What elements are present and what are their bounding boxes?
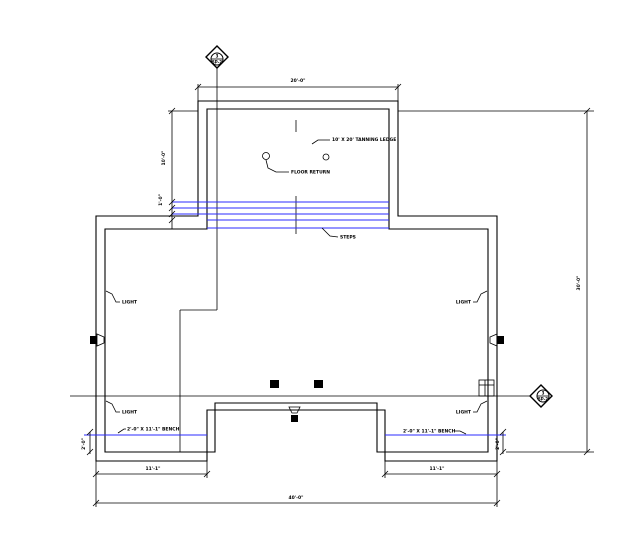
dim-overall-depth: 30'-0": [398, 107, 594, 456]
dim-ledge-depth-text: 10'-0": [161, 151, 167, 166]
light-upper-left: LIGHT: [105, 290, 138, 306]
floor-return: FLOOR RETURN: [262, 152, 330, 176]
dim-ledge-depth: 10'-0" 1'-0": [158, 107, 198, 229]
light-label: LIGHT: [456, 300, 472, 306]
light-fixture-right: [489, 333, 504, 347]
dim-top-width: 20'-0": [194, 78, 402, 101]
steps-label: STEPS: [340, 235, 356, 241]
section-tag-top-number: 3: [216, 54, 219, 59]
light-fixture-bottom: [288, 406, 301, 422]
section-tag-right-number: 3: [542, 391, 545, 396]
reference-lines: [70, 66, 532, 452]
dim-overall-width: 40'-0": [92, 478, 501, 507]
dim-bench-length-right-text: 11'-1": [430, 466, 445, 472]
section-tag-right: 3 SP-2: [529, 384, 553, 408]
dim-bench-length-left-text: 11'-1": [146, 466, 161, 472]
skimmer: [478, 379, 495, 397]
light-label: LIGHT: [122, 300, 138, 306]
dim-top-width-text: 20'-0": [291, 78, 306, 84]
bench-left-note: 2'-0" X 11'-1" BENCH: [117, 427, 180, 434]
floor-return-drain: [262, 152, 270, 160]
dim-overall-depth-text: 30'-0": [576, 276, 582, 291]
dim-bench-length-right: 11'-1": [381, 461, 501, 478]
light-fixture-left: [90, 333, 105, 347]
light-lower-right: LIGHT: [456, 400, 488, 416]
dim-step-text: 1'-0": [158, 194, 164, 206]
tanning-ledge-note: 10' X 20' TANNING LEDGE: [311, 137, 396, 145]
dim-bench-depth-left-text: 2'-0": [81, 438, 87, 450]
dim-bench-depth-right-text: 2'-0": [495, 438, 501, 450]
bench-right-note: 2'-0" X 11'-1" BENCH: [403, 429, 467, 435]
dim-overall-width-text: 40'-0": [289, 495, 304, 501]
dim-bench-depth-right: 2'-0": [495, 428, 507, 456]
steps: [172, 201, 389, 229]
section-tag-top: 3 SP-2: [205, 45, 229, 69]
dim-bench-length-left: 11'-1": [92, 461, 211, 478]
pool-outline: [95, 100, 498, 462]
section-tag-top-sheet: SP-2: [212, 60, 222, 65]
light-label: LIGHT: [122, 410, 138, 416]
bench-left-label: 2'-0" X 11'-1" BENCH: [127, 427, 180, 433]
main-drain-right: [314, 380, 323, 388]
dim-bench-depth-left: 2'-0": [81, 428, 94, 456]
floor-return-drain-2: [322, 153, 330, 161]
light-lower-left: LIGHT: [105, 400, 138, 416]
light-upper-right: LIGHT: [456, 290, 488, 306]
bench-right-label: 2'-0" X 11'-1" BENCH: [403, 429, 456, 435]
light-label: LIGHT: [456, 410, 472, 416]
section-tag-right-sheet: SP-2: [538, 397, 548, 402]
steps-note: STEPS: [321, 227, 356, 241]
floor-return-label: FLOOR RETURN: [291, 170, 330, 176]
tanning-ledge-label: 10' X 20' TANNING LEDGE: [332, 137, 396, 143]
main-drain-left: [270, 380, 279, 388]
